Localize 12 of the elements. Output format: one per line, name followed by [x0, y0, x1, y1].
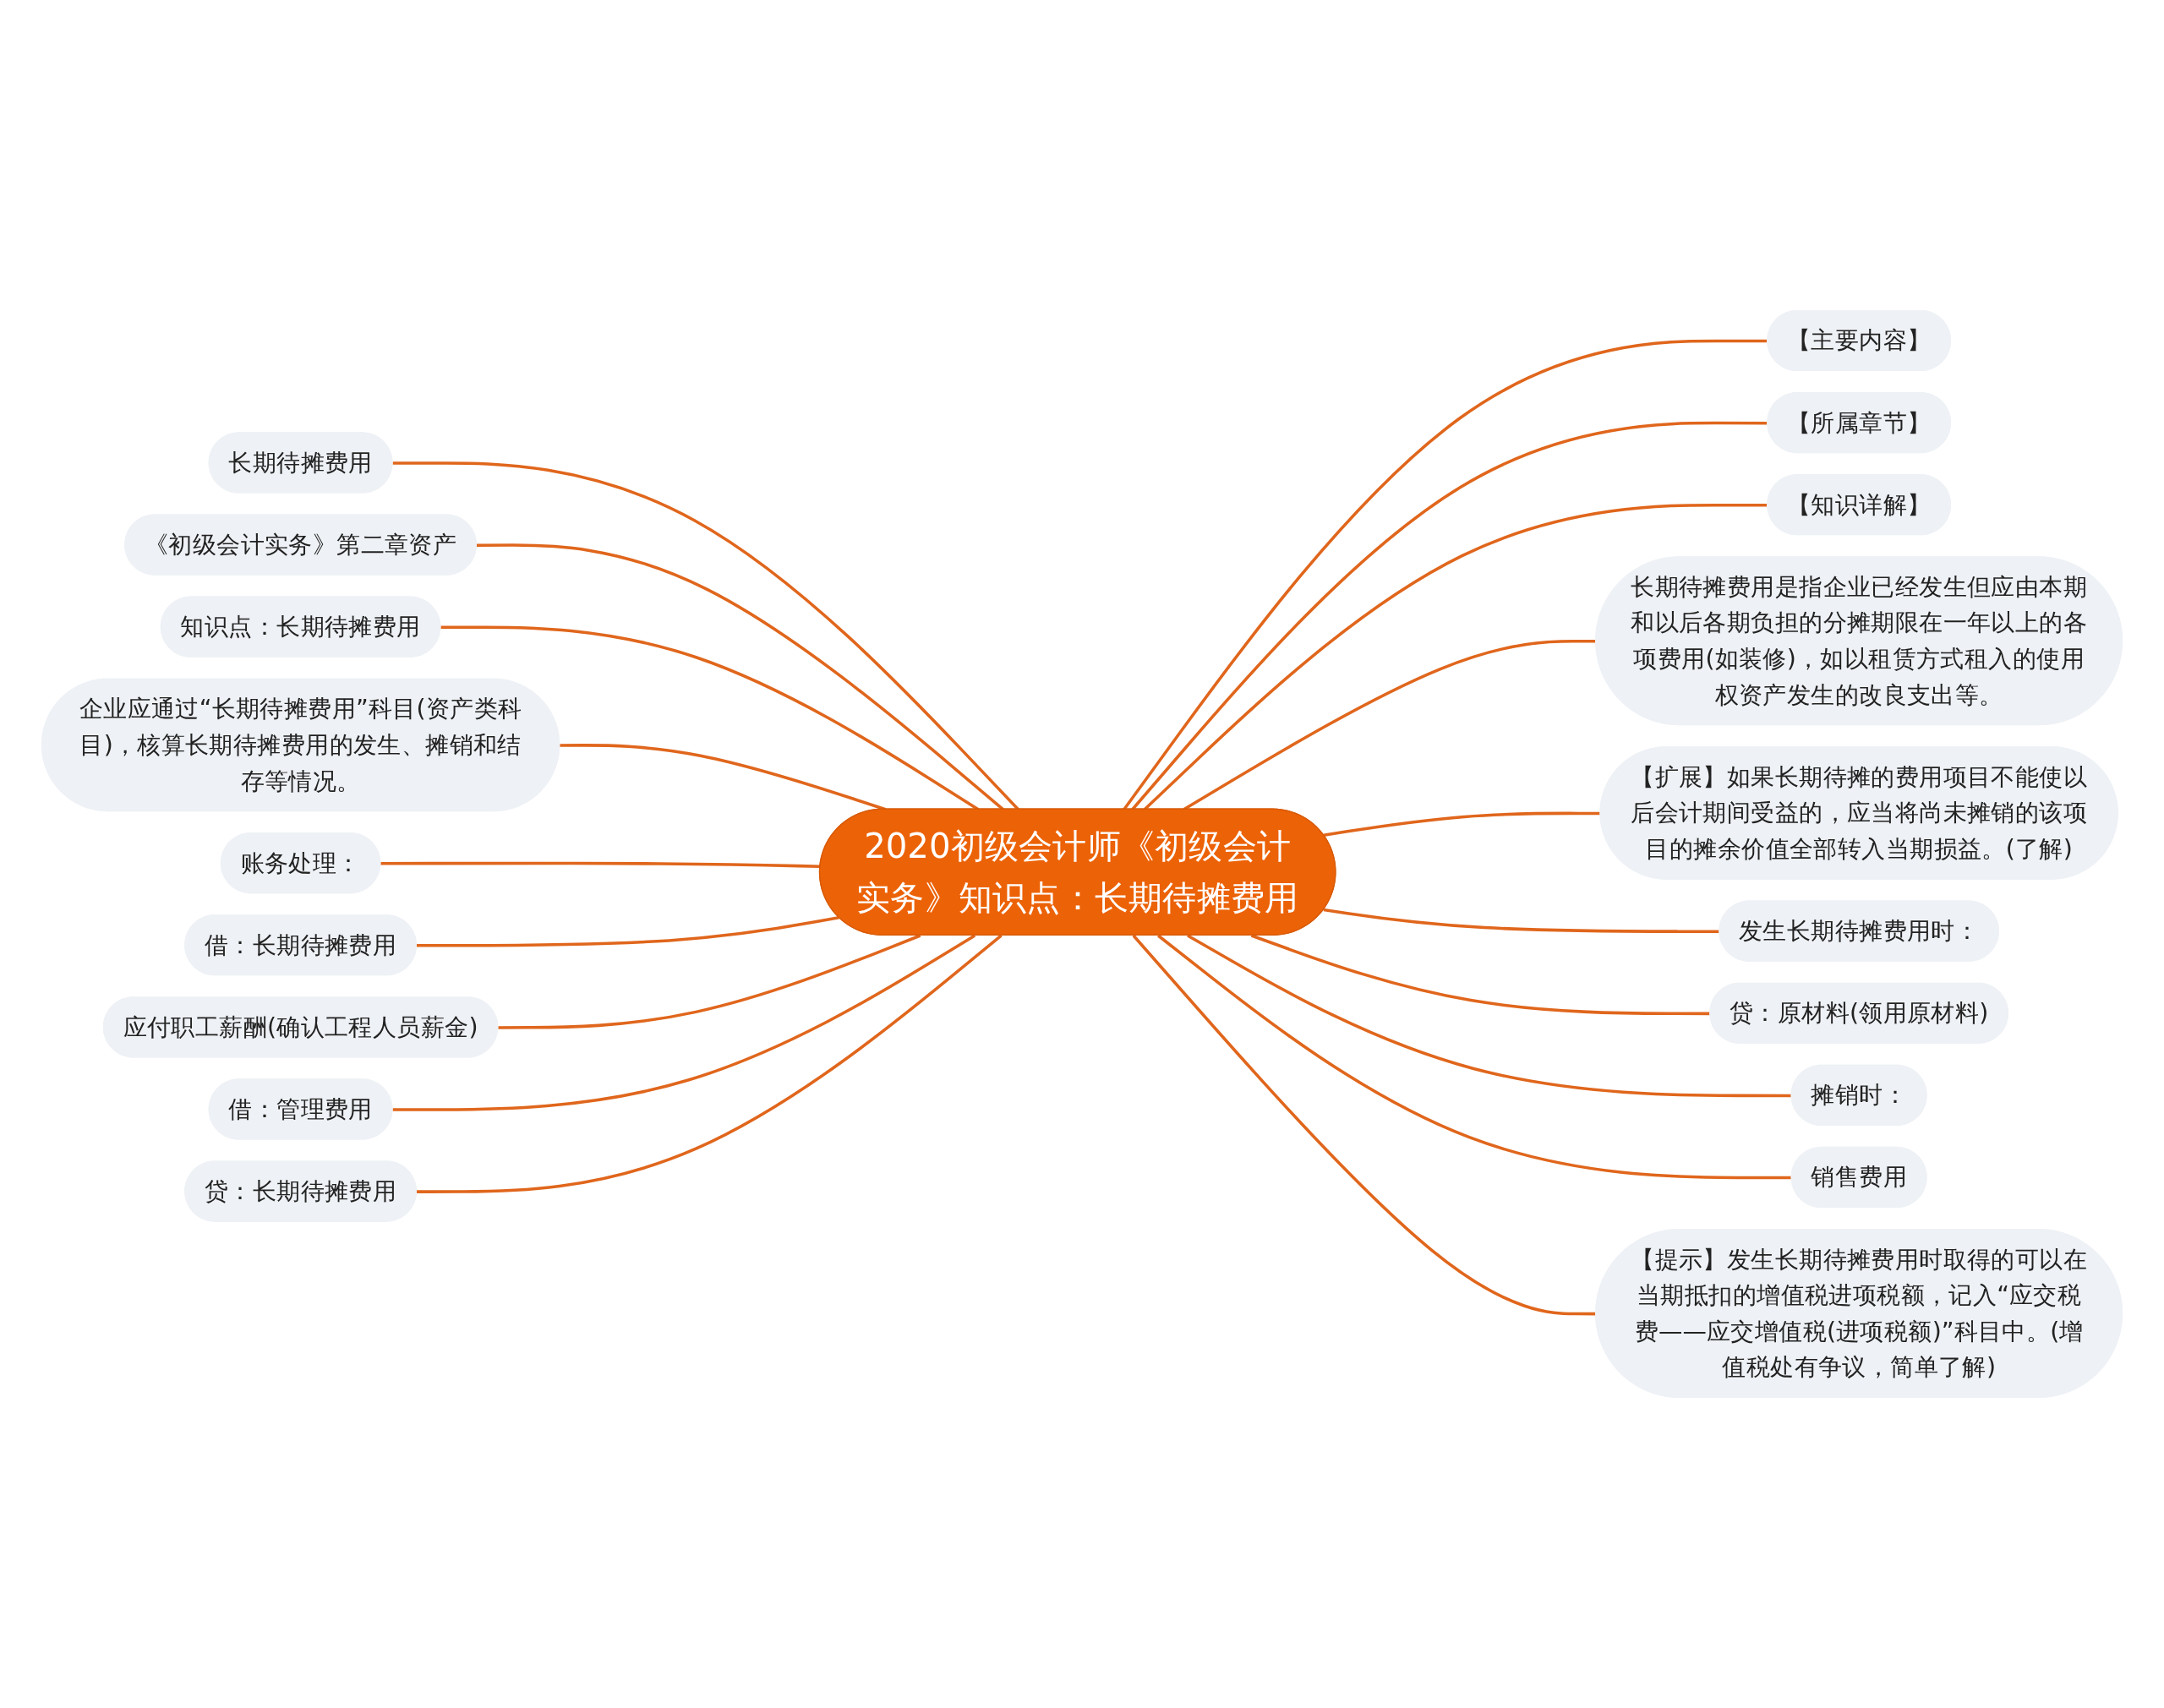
connector	[392, 461, 1019, 811]
connector	[560, 744, 887, 811]
connector	[440, 625, 980, 811]
connector	[498, 934, 921, 1029]
connector	[476, 543, 1004, 811]
connector	[392, 934, 976, 1111]
connector	[416, 915, 839, 947]
connector	[1157, 934, 1792, 1180]
connector	[380, 861, 821, 869]
connector	[416, 934, 1003, 1193]
connector	[1323, 811, 1601, 837]
connector	[1187, 934, 1792, 1098]
